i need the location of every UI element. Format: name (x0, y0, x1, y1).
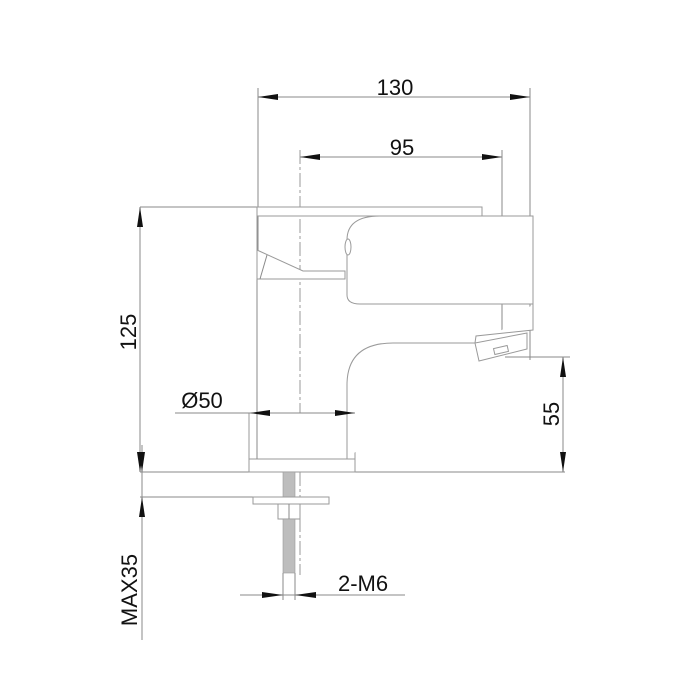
cartridge-housing (256, 216, 346, 280)
base-plate (248, 458, 356, 473)
base-flange (248, 412, 356, 460)
arrow-head (560, 357, 566, 377)
arrow-head (262, 592, 283, 598)
dimension-lines (137, 94, 566, 640)
aerator-insert (492, 344, 510, 356)
arrow-head (139, 497, 145, 517)
arrow-head (510, 94, 530, 100)
dim-fixing-bolts: 2-M6 (338, 571, 388, 596)
arrow-head (295, 592, 316, 598)
arrow-head (335, 410, 355, 416)
dim-spout-reach: 95 (390, 135, 414, 160)
bolt-thread-upper (282, 471, 296, 498)
cartridge-edge (259, 254, 268, 280)
arrow-head (139, 452, 145, 472)
washer (252, 496, 330, 505)
fixing-bolt (252, 471, 330, 600)
faucet-body (248, 206, 534, 473)
bolt-thread-lower (282, 518, 296, 574)
lever-handle (256, 206, 483, 217)
arrow-head (482, 154, 502, 160)
lever-pivot (344, 238, 352, 256)
dim-overall-height: 125 (116, 314, 141, 351)
spout (346, 215, 534, 459)
arrow-head (560, 452, 566, 472)
dim-spout-height: 55 (539, 402, 564, 426)
arrow-head (258, 94, 278, 100)
dim-max-deck-thickness: MAX35 (117, 554, 142, 626)
dim-overall-length: 130 (377, 75, 414, 100)
dim-base-diameter: Ø50 (181, 388, 223, 413)
arrow-head (300, 154, 320, 160)
arrow-head (137, 207, 143, 227)
arrow-head (250, 410, 270, 416)
